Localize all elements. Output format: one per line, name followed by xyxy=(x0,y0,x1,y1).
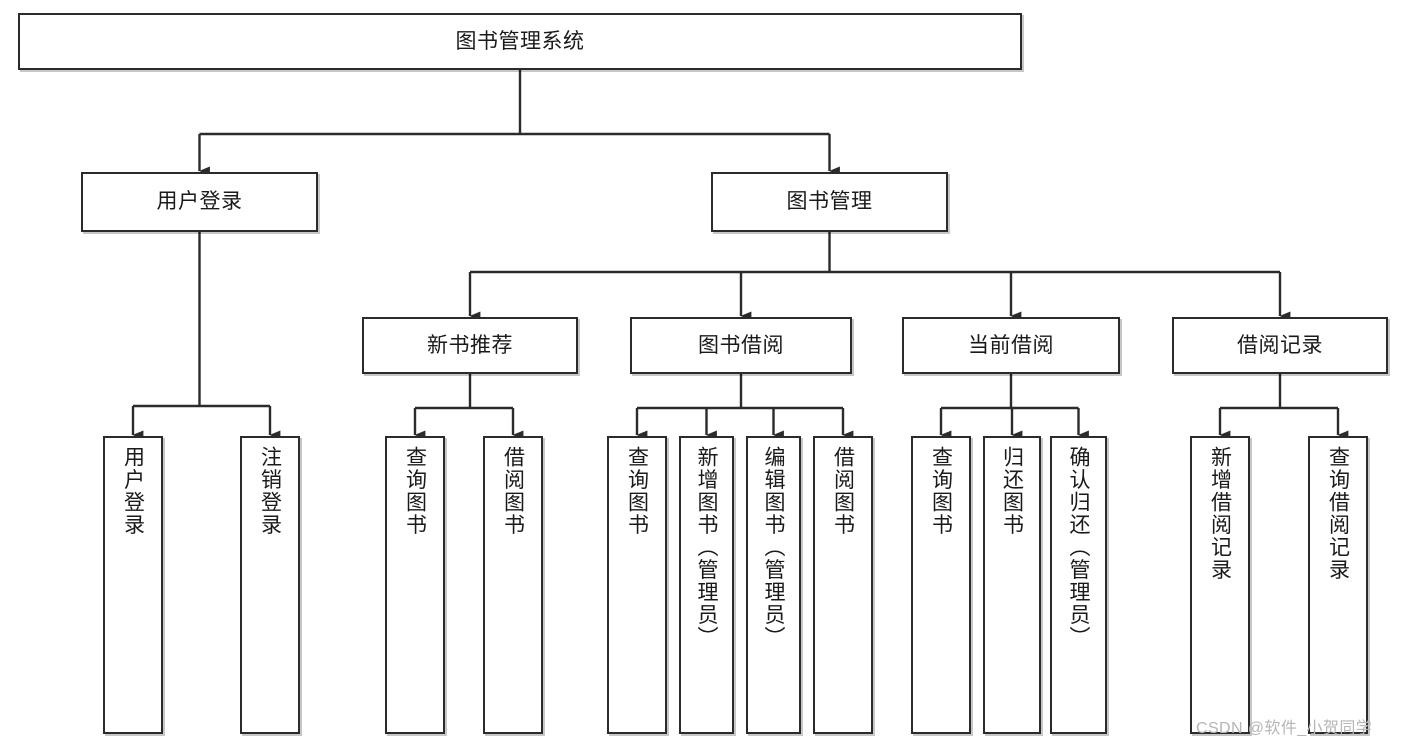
node-leaf-logout[interactable]: 注销登录 xyxy=(240,436,300,734)
node-label-borrow-record: 借阅记录 xyxy=(1237,333,1323,357)
node-leaf-edit-book[interactable]: 编辑图书（管理员） xyxy=(746,436,801,734)
node-current-borrow[interactable]: 当前借阅 xyxy=(902,317,1120,374)
node-label-leaf-user-login: 用户登录 xyxy=(121,446,145,536)
node-label-leaf-add-book: 新增图书（管理员） xyxy=(695,446,718,649)
node-leaf-user-login[interactable]: 用户登录 xyxy=(103,436,163,734)
node-label-book-borrow: 图书借阅 xyxy=(698,333,784,357)
node-label-leaf-query-1: 查询图书 xyxy=(403,446,427,536)
node-label-leaf-borrow-1: 借阅图书 xyxy=(501,446,525,536)
node-label-new-book-rec: 新书推荐 xyxy=(427,333,513,357)
node-leaf-add-rec[interactable]: 新增借阅记录 xyxy=(1190,436,1250,734)
node-label-leaf-logout: 注销登录 xyxy=(258,446,282,536)
node-leaf-query-2[interactable]: 查询图书 xyxy=(607,436,667,734)
node-label-leaf-borrow-2: 借阅图书 xyxy=(831,446,855,536)
node-leaf-return[interactable]: 归还图书 xyxy=(983,436,1041,734)
node-leaf-add-book[interactable]: 新增图书（管理员） xyxy=(679,436,734,734)
node-label-leaf-return: 归还图书 xyxy=(1000,446,1024,536)
node-leaf-query-1[interactable]: 查询图书 xyxy=(385,436,445,734)
edge-group xyxy=(131,70,1349,440)
node-leaf-query-rec[interactable]: 查询借阅记录 xyxy=(1308,436,1368,734)
node-label-current-borrow: 当前借阅 xyxy=(968,333,1054,357)
node-label-leaf-edit-book: 编辑图书（管理员） xyxy=(762,446,785,649)
node-book-borrow[interactable]: 图书借阅 xyxy=(630,317,852,374)
node-label-user-login: 用户登录 xyxy=(156,190,243,214)
node-leaf-borrow-2[interactable]: 借阅图书 xyxy=(813,436,873,734)
node-leaf-query-3[interactable]: 查询图书 xyxy=(911,436,971,734)
node-root[interactable]: 图书管理系统 xyxy=(18,13,1022,70)
node-leaf-borrow-1[interactable]: 借阅图书 xyxy=(483,436,543,734)
node-label-leaf-query-rec: 查询借阅记录 xyxy=(1326,446,1350,581)
node-label-root: 图书管理系统 xyxy=(455,29,585,53)
node-borrow-record[interactable]: 借阅记录 xyxy=(1172,317,1388,374)
node-label-leaf-confirm: 确认归还（管理员） xyxy=(1067,446,1090,649)
node-label-leaf-query-2: 查询图书 xyxy=(625,446,649,536)
node-new-book-rec[interactable]: 新书推荐 xyxy=(362,317,578,374)
node-book-manage[interactable]: 图书管理 xyxy=(711,172,948,232)
node-label-leaf-add-rec: 新增借阅记录 xyxy=(1208,446,1232,581)
node-label-book-manage: 图书管理 xyxy=(786,190,873,214)
node-user-login[interactable]: 用户登录 xyxy=(81,172,318,232)
node-label-leaf-query-3: 查询图书 xyxy=(929,446,953,536)
node-leaf-confirm[interactable]: 确认归还（管理员） xyxy=(1050,436,1107,734)
